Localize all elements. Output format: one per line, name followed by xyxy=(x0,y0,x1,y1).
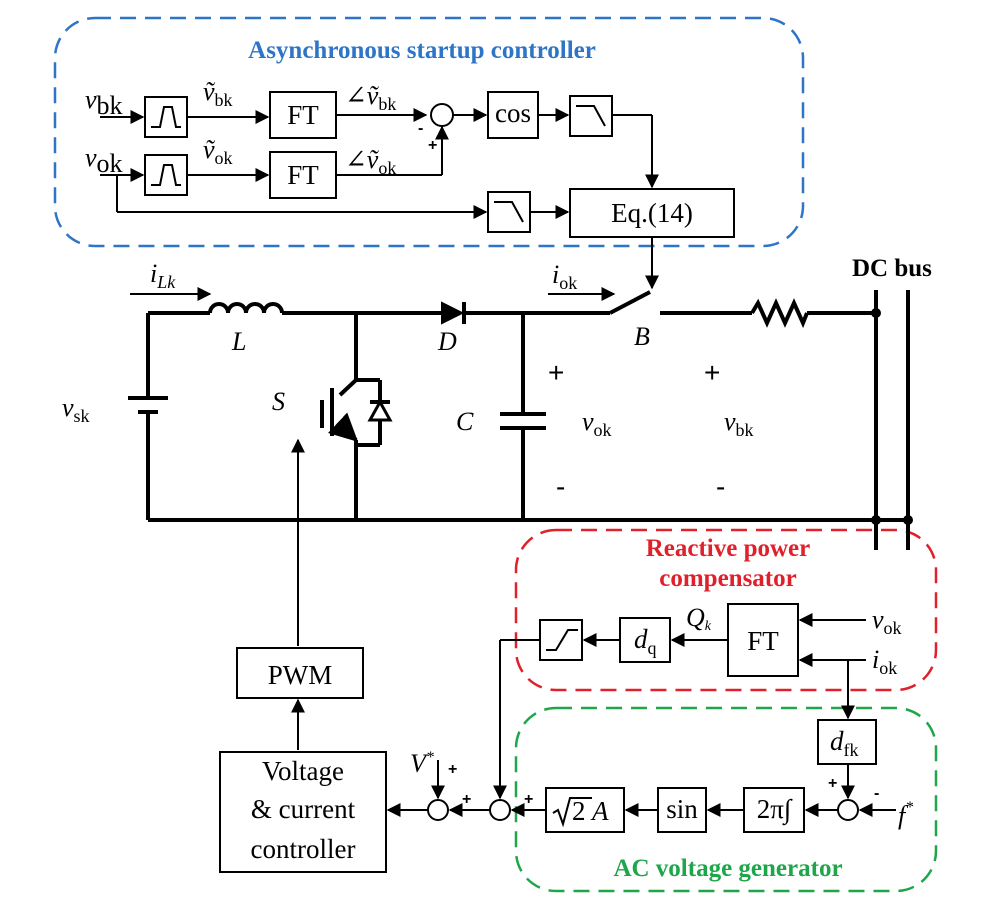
sqrt-coef: 2 xyxy=(572,796,586,826)
lowpass-filter-2 xyxy=(487,191,531,233)
lowpass-icon xyxy=(576,105,606,127)
breaker-B xyxy=(609,290,651,315)
lowpass-filter-1 xyxy=(569,95,613,137)
vb-plus: + xyxy=(704,357,720,388)
signal-vb-tilde: ṽbk xyxy=(203,77,233,110)
reactive-title-2: compensator xyxy=(659,565,796,592)
dc-bus-label: DC bus xyxy=(852,255,932,282)
label-io: iok xyxy=(552,260,577,293)
controller-line-1: Voltage xyxy=(262,756,344,786)
diode-D xyxy=(441,301,465,325)
reactive-input-vo: vok xyxy=(872,605,902,638)
label-fstar: f* xyxy=(898,799,913,830)
comp-plus-2: + xyxy=(524,791,533,808)
ft-block-2 xyxy=(269,151,337,199)
ac-generator-title: AC voltage generator xyxy=(613,855,842,882)
limiter-icon xyxy=(546,629,578,651)
startup-input-vo: vok xyxy=(85,143,123,178)
label-L: L xyxy=(231,327,246,356)
eq14-block xyxy=(569,188,735,238)
sum-junction-comp xyxy=(489,799,511,821)
label-vs: vsk xyxy=(62,393,90,426)
freq-plus: + xyxy=(828,775,837,792)
label-vb: vbk xyxy=(724,407,754,440)
freq-minus: - xyxy=(874,785,879,802)
line-resistor xyxy=(750,298,809,329)
reactive-title-1: Reactive power xyxy=(646,535,811,562)
node-bottom-1 xyxy=(871,515,881,525)
reactive-input-io: iok xyxy=(872,645,897,678)
sqrt-icon xyxy=(552,797,592,828)
label-C: C xyxy=(456,407,474,436)
angle-vb: ∠ṽbk xyxy=(345,81,396,114)
node-top xyxy=(871,308,881,318)
dfk-block xyxy=(817,719,877,765)
pwm-block xyxy=(236,647,364,699)
angle-vo: ∠ṽok xyxy=(345,145,396,178)
vb-minus: - xyxy=(716,471,725,502)
integrator-label: 2π∫ xyxy=(757,794,793,826)
startup-title: Asynchronous startup controller xyxy=(248,37,596,64)
ft-label-2: FT xyxy=(287,160,319,190)
sum-junction-vref xyxy=(427,799,449,821)
node-bottom-2 xyxy=(903,515,913,525)
label-qk: Qk xyxy=(686,603,712,634)
vo-minus: - xyxy=(556,471,565,502)
pwm-label: PWM xyxy=(268,660,333,690)
comp-plus-1: + xyxy=(462,791,471,808)
label-S: S xyxy=(272,387,285,416)
bandpass-filter-2 xyxy=(144,154,188,196)
sum-minus-sign: - xyxy=(418,120,423,137)
startup-summing-junction xyxy=(430,103,454,127)
controller-line-3: controller xyxy=(251,834,356,864)
antiparallel-diode xyxy=(367,398,393,422)
vstar-plus: + xyxy=(448,761,457,778)
freq-summing-junction xyxy=(837,799,859,821)
bandpass-filter-1 xyxy=(144,96,188,138)
bandpass-icon xyxy=(151,164,181,186)
eq14-label: Eq.(14) xyxy=(611,198,693,228)
ac-generator-frame xyxy=(514,706,938,893)
reactive-compensator-frame xyxy=(514,528,938,692)
vo-plus: + xyxy=(548,357,564,388)
startup-input-vb: vbk xyxy=(85,85,123,120)
amplitude-var: A xyxy=(590,796,609,826)
controller-line-2: & current xyxy=(251,794,356,824)
startup-controller-frame xyxy=(53,16,805,248)
label-vo: vok xyxy=(582,407,612,440)
voltage-current-controller xyxy=(219,751,387,873)
signal-vo-tilde: ṽok xyxy=(203,135,233,168)
inductor-L xyxy=(208,302,284,314)
sum-plus-sign: + xyxy=(428,137,437,154)
label-iL: iLk xyxy=(150,259,176,292)
sin-label: sin xyxy=(666,794,698,824)
dq-label: dq xyxy=(634,624,657,658)
cos-label: cos xyxy=(495,98,531,128)
ft-label-reactive: FT xyxy=(747,626,779,656)
ft-block-1 xyxy=(269,91,337,139)
lowpass-icon xyxy=(494,201,524,223)
bandpass-icon xyxy=(151,106,181,128)
ft-label-1: FT xyxy=(287,100,319,130)
label-B: B xyxy=(634,322,650,351)
label-vstar: V* xyxy=(410,749,434,778)
dfk-label: dfk xyxy=(830,726,859,760)
label-D: D xyxy=(437,327,457,356)
